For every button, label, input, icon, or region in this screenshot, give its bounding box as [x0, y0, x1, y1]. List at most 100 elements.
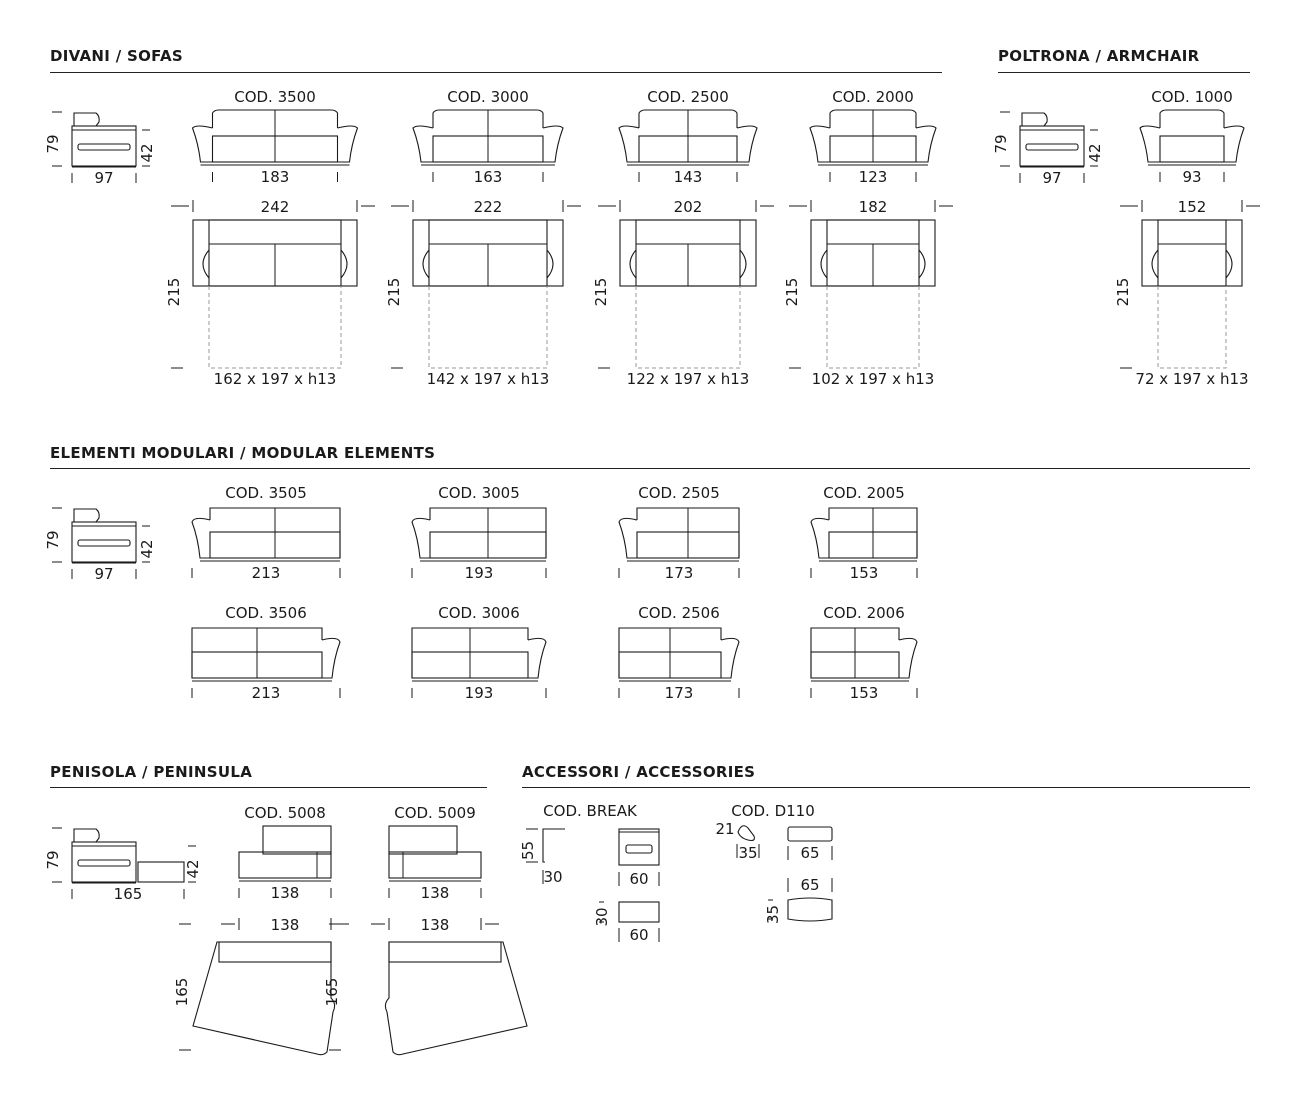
armchair-plan-depth-label: 215	[1114, 278, 1132, 307]
peninsula-front-2-back	[388, 825, 458, 855]
sofa-plan-3-depth-label: 215	[592, 278, 610, 307]
peninsula-side-view-mechanism	[77, 859, 131, 867]
modular-row2-2: COD. 3006 193	[411, 604, 547, 702]
accessory-break-depth: 30	[543, 868, 562, 886]
armchair-front-seat	[1159, 135, 1225, 163]
section-title-accessories: ACCESSORI / ACCESSORIES	[522, 763, 756, 781]
section-title-sofas: DIVANI / SOFAS	[50, 47, 183, 65]
accessory-break-front-slot	[625, 844, 653, 854]
peninsula-plan-1-depth-label: 165	[173, 978, 191, 1007]
peninsula-front-1-code: COD. 5008	[244, 804, 326, 822]
modular-row1-2: COD. 3005 193	[411, 484, 547, 582]
sofa-front-2-code: COD. 3000	[447, 88, 529, 106]
sofa-side-view-seat-label: 42	[138, 143, 156, 162]
peninsula-plan-1: 138 165	[173, 916, 349, 1056]
modular-row1-1-arm	[191, 517, 211, 559]
modular-row1-3-code: COD. 2505	[638, 484, 720, 502]
sofa-plan-2-open-width: 222	[474, 198, 503, 216]
sofa-plan-1: 242 215 162 x 197 x h13	[165, 198, 375, 388]
peninsula-side-view-depth-label: 165	[114, 885, 143, 903]
sofa-plan-3: 202 215 122 x 197 x h13	[592, 198, 774, 388]
peninsula-front-1-seat	[238, 851, 332, 879]
sofa-side-view-depth-label: 97	[94, 169, 113, 187]
peninsula-plan-2-back-band	[388, 941, 502, 963]
sofa-plan-2-arm-curve-r	[546, 249, 554, 279]
peninsula-plan-2-outline	[384, 941, 528, 1056]
sofa-front-3-width-label: 143	[674, 168, 703, 186]
sofa-plan-3-bed-size: 122 x 197 x h13	[627, 370, 750, 388]
modular-row2-2-code: COD. 3006	[438, 604, 520, 622]
accessory-break-front	[618, 828, 660, 866]
sofa-plan-4-depth-label: 215	[783, 278, 801, 307]
sofa-plan-2-bed-extension	[428, 286, 548, 369]
armchair-side-view-height-label: 79	[992, 134, 1010, 153]
modular-row1-1-width-label: 213	[252, 564, 281, 582]
section-title-peninsula: PENISOLA / PENINSULA	[50, 763, 253, 781]
armchair-plan-arm-curve-l	[1151, 249, 1159, 279]
modular-row1-2-arm	[411, 517, 431, 559]
modular-side-view-mechanism	[77, 539, 131, 547]
armchair-plan-arm-curve-r	[1225, 249, 1233, 279]
accessory-break-top-width-label: 60	[629, 926, 648, 944]
sofa-side-view-mechanism	[77, 143, 131, 151]
peninsula-plan-1-outline	[192, 941, 336, 1056]
peninsula-plan-1-top-width: 138	[271, 916, 300, 934]
modular-row1-2-width-label: 193	[465, 564, 494, 582]
sofa-plan-1-open-width: 242	[261, 198, 290, 216]
sofa-plan-3-open-width: 202	[674, 198, 703, 216]
accessory-d110-height: 21	[715, 820, 734, 838]
modular-row2-4-arm	[898, 637, 918, 679]
sofa-side-view-body	[71, 125, 137, 167]
sofa-front-3-arm-right	[736, 125, 758, 163]
sofa-plan-1-depth-label: 215	[165, 278, 183, 307]
modular-row2-2-width-label: 193	[465, 684, 494, 702]
armchair-side-view-seat-label: 42	[1086, 143, 1104, 162]
accessory-break-side-profile	[542, 828, 565, 863]
sofa-plan-2-depth-label: 215	[385, 278, 403, 307]
modular-row2-4: COD. 2006 153	[810, 604, 918, 702]
sofa-side-view-height-label: 79	[44, 134, 62, 153]
modular-row2-3-code: COD. 2506	[638, 604, 720, 622]
sofa-plan-4-bed-extension	[826, 286, 920, 369]
accessory-break-height-label: 55	[519, 841, 537, 860]
accessory-break-width-label: 60	[629, 870, 648, 888]
armchair-side-view-mechanism	[1025, 143, 1079, 151]
armchair-front-arm-right	[1223, 125, 1245, 163]
modular-row2-1-width-label: 213	[252, 684, 281, 702]
sofa-front-4-arm-right	[915, 125, 937, 163]
armchair-front-code: COD. 1000	[1151, 88, 1233, 106]
sofa-side-view: 79 42 97	[44, 111, 156, 187]
modular-row2-4-code: COD. 2006	[823, 604, 905, 622]
modular-side-view-depth-label: 97	[94, 565, 113, 583]
sofa-front-2-arm-right	[542, 125, 564, 163]
sofa-plan-1-bed-extension	[208, 286, 342, 369]
armchair-side-view-headrest	[1021, 112, 1048, 127]
accessory-break-code: COD. BREAK	[543, 802, 638, 820]
sofa-front-3-arm-left	[618, 125, 640, 163]
modular-row1-4-width-label: 153	[850, 564, 879, 582]
modular-row2-1-arm	[321, 637, 341, 679]
sofa-front-1-width-label: 183	[261, 168, 290, 186]
armchair-plan-open-width: 152	[1178, 198, 1207, 216]
modular-row2-4-width-label: 153	[850, 684, 879, 702]
accessory-d110-code: COD. D110	[731, 802, 815, 820]
sofa-plan-1-bed-size: 162 x 197 x h13	[214, 370, 337, 388]
sofa-front-4-code: COD. 2000	[832, 88, 914, 106]
modular-row1-4-arm	[810, 517, 830, 559]
sofa-plan-1-arm-curve-l	[202, 249, 210, 279]
modular-row1-2-code: COD. 3005	[438, 484, 520, 502]
sofa-front-3-code: COD. 2500	[647, 88, 729, 106]
sofa-plan-2-arm-curve-l	[422, 249, 430, 279]
peninsula-front-2-code: COD. 5009	[394, 804, 476, 822]
armchair-plan-seat-area	[1157, 219, 1227, 287]
